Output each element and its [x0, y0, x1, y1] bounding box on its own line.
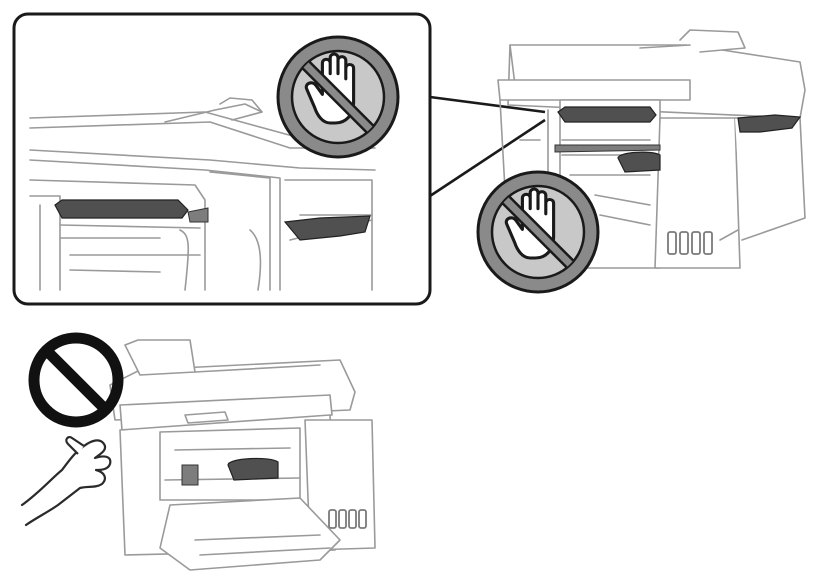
zoomed-printer-interior [29, 97, 376, 291]
callout-connector-bottom [429, 118, 546, 198]
no-touch-sign-icon [476, 170, 600, 294]
ink-window [703, 231, 713, 255]
ink-window [691, 231, 701, 255]
zoom-callout [12, 12, 546, 306]
print-head-part [557, 106, 657, 123]
ink-tank-unit [654, 117, 741, 269]
hand-icon [20, 436, 112, 527]
printer-illustration-bottom [109, 339, 376, 571]
prohibition-sign-icon [28, 332, 124, 428]
ink-window [358, 509, 367, 529]
callout-connector-top [429, 95, 546, 114]
ink-window [338, 509, 347, 529]
ink-window [348, 509, 357, 529]
no-touch-sign-icon [276, 35, 400, 159]
ink-window [328, 509, 337, 529]
ink-window [679, 231, 689, 255]
output-tray [159, 497, 341, 571]
zoomed-roller-part [54, 199, 189, 219]
ink-window [667, 231, 677, 255]
zoomed-tray-part [283, 215, 371, 241]
